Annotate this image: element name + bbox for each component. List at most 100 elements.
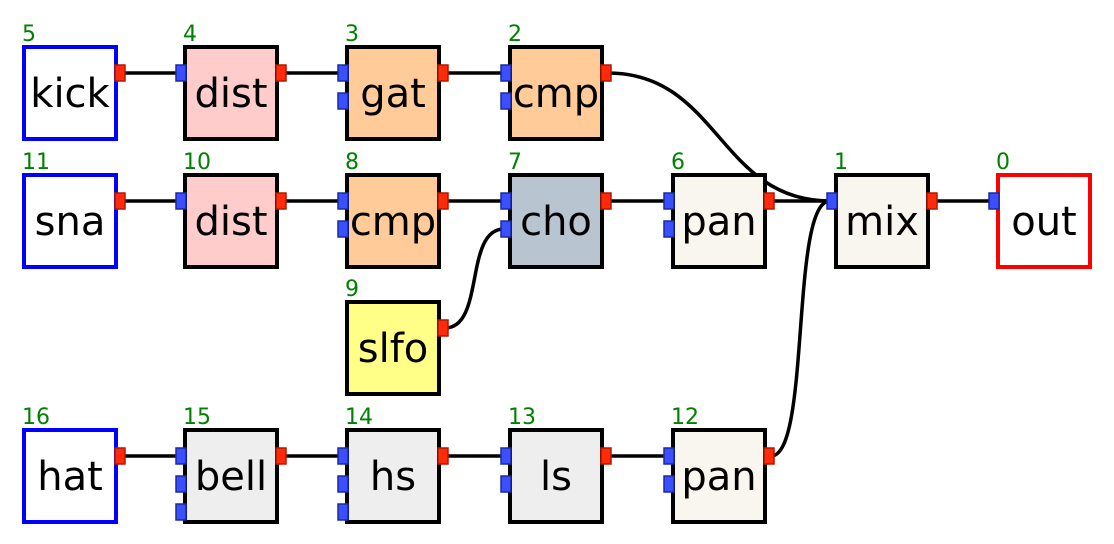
input-port[interactable] — [337, 475, 349, 493]
node-hs-14[interactable]: hs 14 — [337, 405, 449, 524]
input-port[interactable] — [500, 447, 512, 465]
node-label: dist — [194, 71, 267, 117]
input-port[interactable] — [663, 447, 675, 465]
node-id: 13 — [508, 405, 536, 430]
node-label: mix — [845, 199, 919, 245]
input-port[interactable] — [663, 220, 675, 238]
input-port[interactable] — [337, 192, 349, 210]
input-port[interactable] — [500, 220, 512, 238]
output-port[interactable] — [437, 192, 449, 210]
input-port[interactable] — [663, 192, 675, 210]
output-port[interactable] — [763, 447, 775, 465]
input-port[interactable] — [337, 503, 349, 521]
output-port[interactable] — [763, 192, 775, 210]
node-box — [671, 428, 767, 524]
node-label: hs — [370, 454, 416, 500]
input-port[interactable] — [500, 192, 512, 210]
input-port[interactable] — [337, 92, 349, 110]
output-port[interactable] — [114, 447, 126, 465]
node-id: 16 — [22, 405, 50, 430]
node-box — [183, 173, 279, 269]
output-port[interactable] — [437, 64, 449, 82]
output-port[interactable] — [600, 64, 612, 82]
input-port[interactable] — [663, 475, 675, 493]
input-port[interactable] — [500, 92, 512, 110]
input-port[interactable] — [337, 64, 349, 82]
node-box — [508, 45, 604, 141]
node-id: 3 — [345, 22, 359, 47]
node-box — [345, 300, 441, 396]
node-label: pan — [681, 454, 756, 500]
node-box — [22, 173, 118, 269]
node-id: 4 — [183, 22, 197, 47]
wire-9-to-7[interactable] — [444, 227, 505, 330]
node-box — [22, 45, 118, 141]
input-port[interactable] — [826, 192, 838, 210]
node-label: bell — [195, 454, 267, 500]
node-label: cho — [520, 199, 592, 245]
output-port[interactable] — [437, 447, 449, 465]
input-port[interactable] — [175, 64, 187, 82]
input-port[interactable] — [337, 220, 349, 238]
input-port[interactable] — [175, 192, 187, 210]
node-label: cmp — [350, 199, 436, 245]
node-box — [345, 428, 441, 524]
node-label: kick — [30, 71, 110, 117]
node-bell-15[interactable]: bell 15 — [175, 405, 287, 524]
node-label: gat — [360, 71, 426, 117]
wire-12-to-1[interactable] — [770, 199, 831, 458]
node-id: 15 — [183, 405, 211, 430]
node-cmp-8[interactable]: cmp 8 — [337, 150, 449, 269]
node-box — [183, 428, 279, 524]
node-label: slfo — [358, 326, 429, 372]
input-port[interactable] — [337, 447, 349, 465]
node-box — [22, 428, 118, 524]
input-port[interactable] — [175, 475, 187, 493]
output-port[interactable] — [600, 447, 612, 465]
node-label: ls — [540, 454, 572, 500]
node-slfo-9[interactable]: slfo 9 — [345, 277, 449, 396]
wire-2-to-1[interactable] — [607, 71, 831, 203]
output-port[interactable] — [600, 192, 612, 210]
node-dist-4[interactable]: dist 4 — [175, 22, 287, 141]
node-label: dist — [194, 199, 267, 245]
wire-layer — [122, 71, 992, 458]
node-id: 6 — [671, 150, 685, 175]
output-port[interactable] — [437, 319, 449, 337]
node-mix-1[interactable]: mix 1 — [826, 150, 938, 269]
node-id: 12 — [671, 405, 699, 430]
node-pan-12[interactable]: pan 12 — [663, 405, 775, 524]
node-kick-5[interactable]: kick 5 — [22, 22, 126, 141]
input-port[interactable] — [500, 64, 512, 82]
output-port[interactable] — [275, 64, 287, 82]
input-port[interactable] — [500, 475, 512, 493]
output-port[interactable] — [114, 64, 126, 82]
node-id: 5 — [22, 22, 36, 47]
output-port[interactable] — [275, 447, 287, 465]
output-port[interactable] — [926, 192, 938, 210]
input-port[interactable] — [175, 447, 187, 465]
node-id: 9 — [345, 277, 359, 302]
node-id: 14 — [345, 405, 373, 430]
node-layer: kick5dist4gat3cmp2sna11dist10cmp8cho7pan… — [22, 22, 1092, 524]
node-id: 11 — [22, 150, 50, 175]
node-id: 0 — [996, 150, 1010, 175]
node-box — [996, 173, 1092, 269]
output-port[interactable] — [114, 192, 126, 210]
node-id: 8 — [345, 150, 359, 175]
output-port[interactable] — [275, 192, 287, 210]
node-box — [834, 173, 930, 269]
input-port[interactable] — [988, 192, 1000, 210]
input-port[interactable] — [175, 503, 187, 521]
node-id: 1 — [834, 150, 848, 175]
